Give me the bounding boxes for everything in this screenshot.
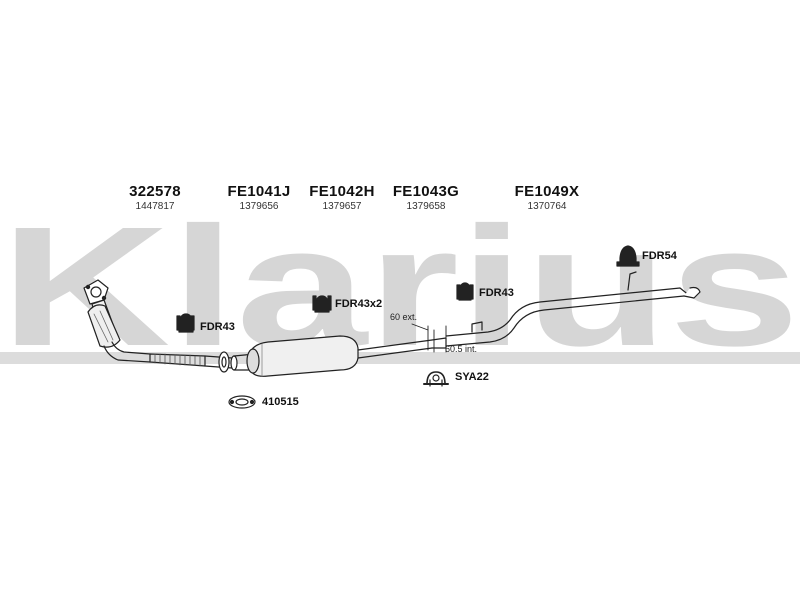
fdr43-left-label: FDR43: [200, 321, 235, 333]
dimension-marks: [411, 323, 447, 353]
front-silencer[interactable]: [233, 335, 359, 377]
fdr43-hanger-icon[interactable]: [456, 282, 474, 301]
svg-text:Klarius: Klarius: [0, 192, 800, 382]
fdr43-center-label: FDR43: [479, 287, 514, 299]
gasket-410515-label: 410515: [262, 396, 299, 408]
part-322578[interactable]: 322578 1447817: [95, 183, 215, 212]
part-number: FE1049X: [514, 183, 580, 200]
oem-number: 1379657: [322, 201, 362, 212]
oem-number: 1370764: [527, 201, 567, 212]
flex-pipe[interactable]: [149, 353, 238, 371]
fdr43x2-label: FDR43x2: [335, 298, 383, 310]
fdr43-left-hanger-icon[interactable]: [176, 313, 195, 333]
gasket-410515-icon[interactable]: [228, 395, 256, 409]
part-number: FE1043G: [392, 183, 460, 200]
sya22-clamp-icon[interactable]: [423, 371, 449, 387]
part-number: 322578: [129, 183, 181, 200]
oem-number: 1379658: [406, 201, 446, 212]
rear-tail-pipe[interactable]: [445, 271, 701, 347]
fdr54-hanger-icon[interactable]: [616, 245, 640, 267]
part-fe1041j[interactable]: FE1041J 1379656: [199, 183, 319, 212]
part-number: FE1042H: [309, 183, 375, 200]
part-fe1043g[interactable]: FE1043G 1379658: [366, 183, 486, 212]
fdr54-label: FDR54: [642, 250, 677, 262]
dimension-int-label: 60.5 int.: [445, 344, 478, 354]
oem-number: 1447817: [135, 201, 175, 212]
part-fe1049x[interactable]: FE1049X 1370764: [487, 183, 607, 212]
joint-gasket[interactable]: [218, 351, 230, 373]
oem-number: 1379656: [239, 201, 279, 212]
fdr43x2-hanger-icon[interactable]: [312, 295, 332, 313]
part-number: FE1041J: [227, 183, 291, 200]
catalytic-converter[interactable]: [87, 299, 151, 363]
dimension-ext-label: 60 ext.: [390, 312, 418, 322]
catalyst-flange[interactable]: [83, 279, 109, 305]
sya22-label: SYA22: [455, 371, 489, 383]
intermediate-pipe[interactable]: [357, 337, 447, 359]
part-fe1042h[interactable]: FE1042H 1379657: [282, 183, 402, 212]
